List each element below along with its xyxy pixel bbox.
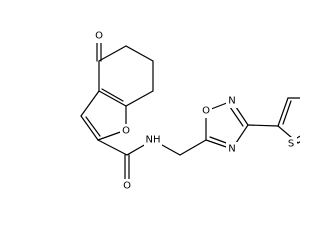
bond-c5-c6 — [125, 45, 154, 62]
atom-oxadiazole-oxygen: O — [200, 104, 212, 118]
label-oxadiazole-n2: N — [228, 96, 235, 107]
bond-c3a-c7a-inner — [101, 88, 124, 102]
label-oxadiazole-o: O — [202, 106, 210, 117]
atom-furan-oxygen: O — [120, 124, 132, 138]
atom-labels: O O O NH O N N S — [93, 29, 297, 193]
bond-c4-c5 — [98, 45, 127, 62]
bond-thio-c4-c5-inner — [296, 135, 300, 139]
atom-thiophene-sulfur: S — [285, 137, 297, 151]
bond-c3-c2 — [80, 115, 99, 141]
atom-amide-oxygen: O — [121, 179, 133, 193]
bond-c2-camide — [97, 139, 128, 156]
bond-thio-c3-c2-inner — [282, 100, 292, 125]
atom-amide-nitrogen: NH — [144, 133, 162, 147]
bond-thio-c3-c2 — [277, 97, 289, 127]
label-oxadiazole-n4: N — [228, 144, 235, 155]
bond-c3ox-thio — [247, 124, 279, 127]
label-amide-o: O — [123, 181, 131, 192]
bond-n2ox-c3ox-inner — [229, 106, 244, 127]
bond-c3a-c3 — [80, 90, 100, 117]
label-thiophene-s: S — [288, 139, 294, 150]
atom-ketone-oxygen: O — [93, 29, 105, 43]
label-amide-nh: NH — [146, 135, 161, 146]
atom-oxadiazole-n2: N — [226, 94, 238, 108]
bond-c7-c7a — [125, 90, 154, 107]
molecule-diagram: O O O NH O N N S — [80, 29, 300, 193]
atom-oxadiazole-n4: N — [226, 142, 238, 156]
bond-c3a-c7a — [98, 90, 127, 107]
structure-canvas: O O O NH O N N S — [80, 29, 300, 193]
label-furan-o: O — [122, 126, 130, 137]
bond-c3-c2-inner — [85, 116, 101, 137]
label-ketone-o: O — [95, 31, 103, 42]
bond-n4ox-c5ox-inner — [209, 136, 230, 145]
bond-ch2-c5ox — [179, 139, 207, 156]
bonds — [80, 40, 300, 186]
